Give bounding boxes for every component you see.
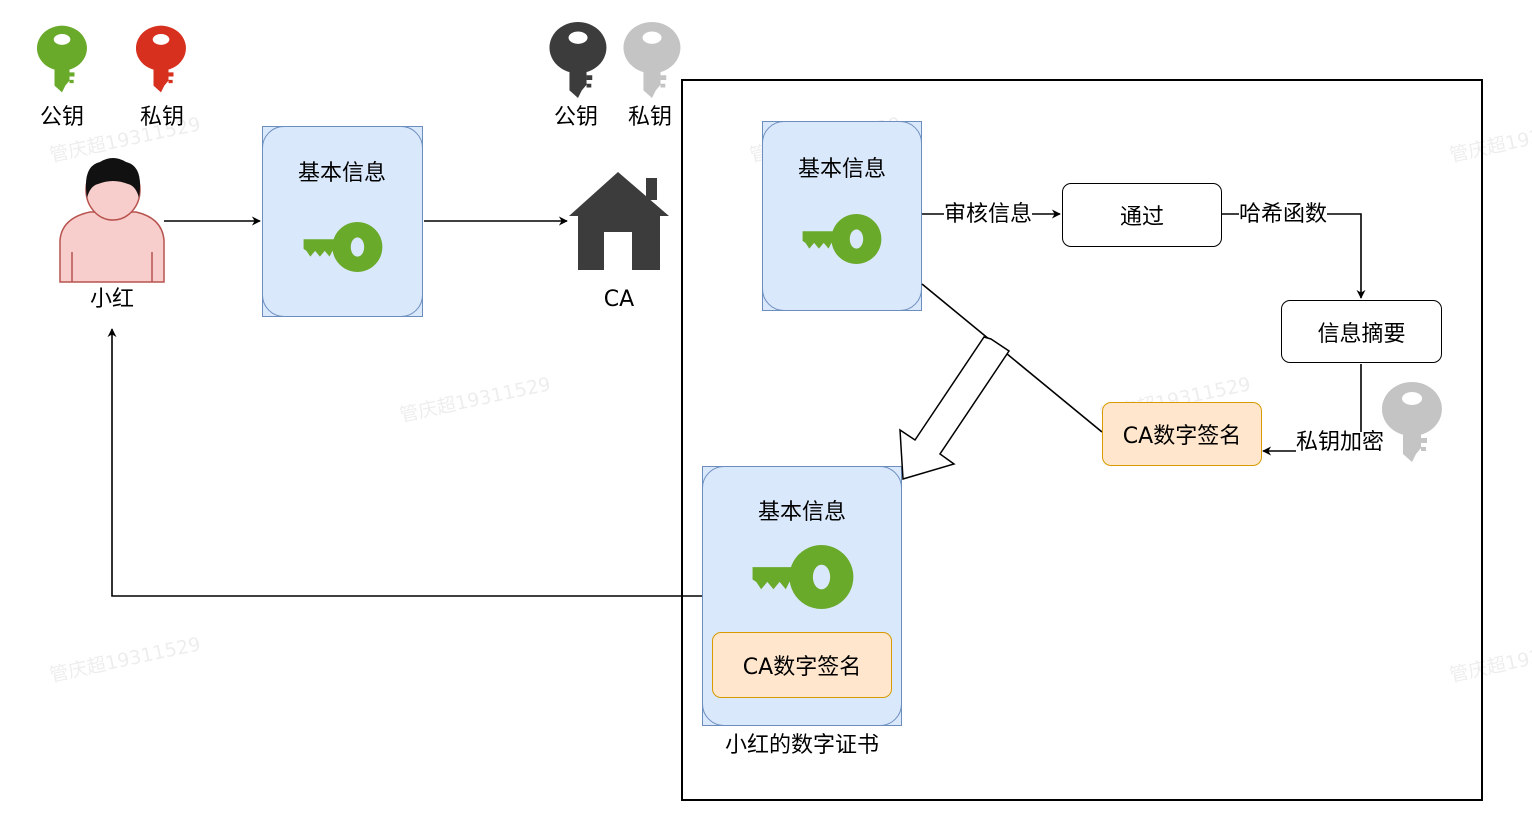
ca-private-key-label: 私钥: [627, 105, 673, 130]
hollow-arrow-combine: [899, 336, 1011, 480]
ca-house-icon: [569, 172, 669, 270]
review-label: 审核信息: [944, 202, 1033, 227]
ca-private-key-icon: [623, 22, 681, 98]
ca-private-key-icon: [1382, 382, 1442, 462]
public-key-icon: [802, 214, 882, 264]
user-name-label: 小红: [89, 287, 135, 312]
public-key-icon: [752, 545, 854, 609]
certificate-signature-box: CA数字签名: [712, 632, 892, 698]
line-info-to-signature: [921, 283, 1103, 433]
user-public-key-icon: [37, 25, 87, 93]
certificate-caption: 小红的数字证书: [724, 733, 880, 758]
ca-name-label: CA: [603, 287, 635, 312]
info-box-left: [262, 126, 423, 317]
info-box-ca: [762, 121, 922, 311]
ca-public-key-label: 公钥: [553, 105, 599, 130]
public-key-icon: [303, 222, 383, 272]
hash-label: 哈希函数: [1239, 202, 1328, 227]
ca-public-key-icon: [549, 22, 607, 98]
info-box-ca-inner: [762, 121, 922, 311]
digest-box: 信息摘要: [1281, 300, 1442, 363]
user-private-key-label: 私钥: [139, 105, 185, 130]
certificate-title: 基本信息: [757, 500, 847, 525]
ca-process-frame: [681, 79, 1483, 801]
info-box-ca-title: 基本信息: [797, 157, 887, 182]
arrow-certificate-to-user: [107, 328, 702, 597]
encrypt-label: 私钥加密: [1296, 430, 1385, 455]
certificate-box-inner: [702, 466, 902, 726]
info-box-left-inner: [262, 126, 423, 317]
user-public-key-label: 公钥: [39, 105, 85, 130]
info-box-left-title: 基本信息: [297, 161, 387, 186]
pass-box: 通过: [1062, 183, 1222, 247]
signature-box: CA数字签名: [1102, 402, 1262, 466]
user-private-key-icon: [136, 25, 186, 93]
person-icon: [59, 158, 165, 283]
